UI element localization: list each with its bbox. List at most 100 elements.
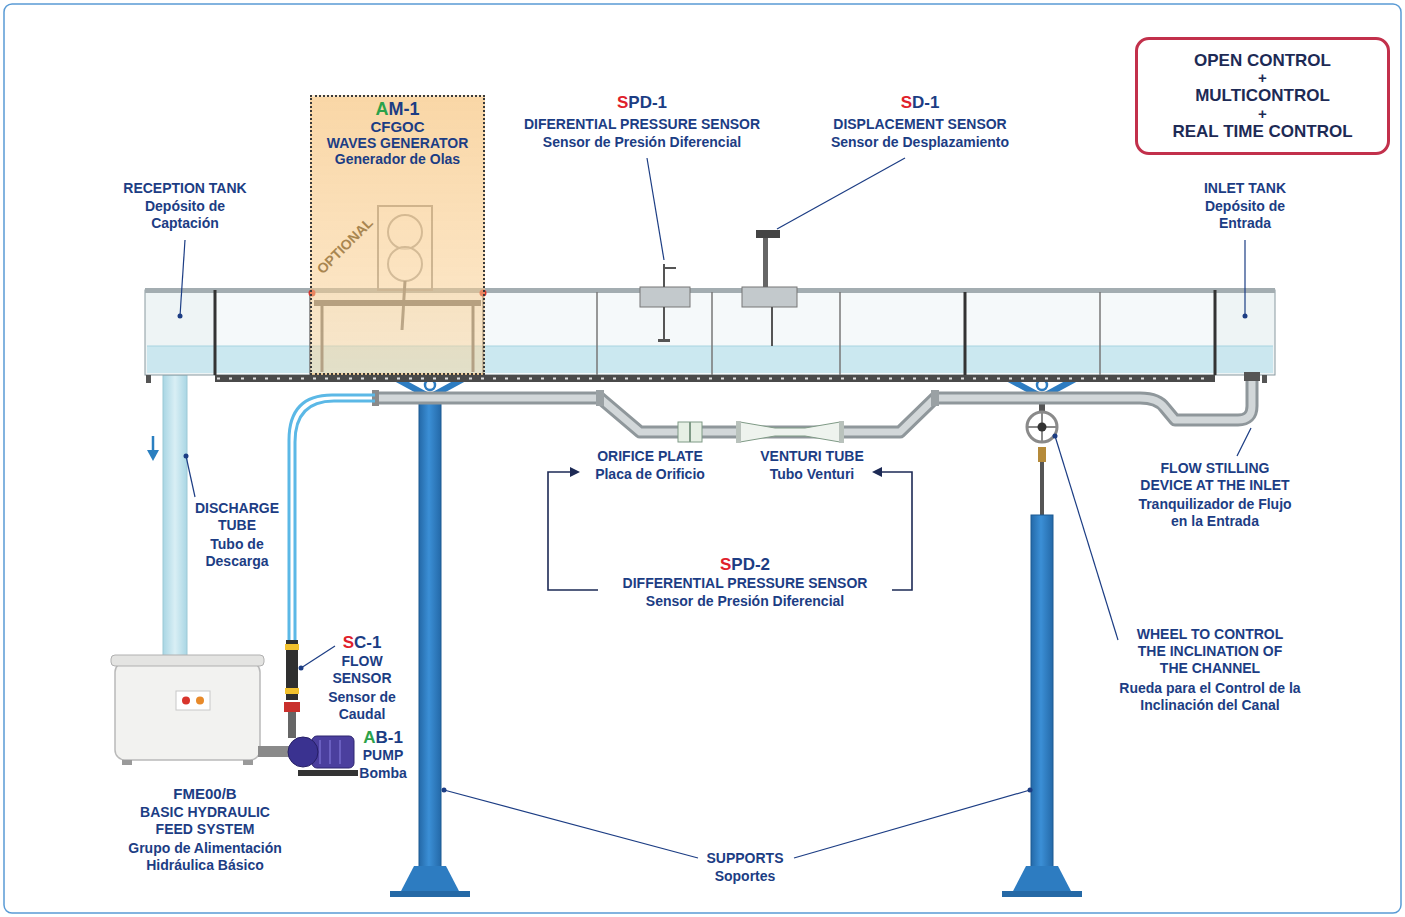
feed-hose-part bbox=[295, 401, 375, 640]
support-right bbox=[1002, 378, 1082, 897]
leader-lines-part bbox=[647, 158, 664, 260]
optional-module-box: AM-1CFGOCWAVES GENERATORGenerador de Ola… bbox=[310, 95, 485, 375]
pressure-sensor-device-part bbox=[664, 267, 676, 269]
callout-label: PUMP bbox=[363, 747, 403, 764]
callout-label: DIFFERENTIAL PRESSURE SENSOR bbox=[623, 575, 868, 592]
bracket-arrowheads-part bbox=[570, 467, 580, 477]
box-text: MULTICONTROL bbox=[1195, 86, 1330, 105]
pipe-part bbox=[375, 380, 1252, 432]
support-left-part bbox=[400, 866, 460, 893]
orifice-plate-part bbox=[689, 422, 691, 442]
pump bbox=[258, 736, 358, 776]
pressure-sensor-device-part bbox=[658, 339, 670, 342]
flow-arrow bbox=[147, 436, 159, 461]
box-text: REAL TIME CONTROL bbox=[1172, 122, 1352, 141]
channel-part bbox=[215, 375, 1215, 382]
callout-label: Sensor de Presión Diferencial bbox=[646, 593, 844, 610]
displacement-sensor-device-part bbox=[742, 287, 797, 307]
feed-tank-part bbox=[115, 662, 260, 760]
channel-part bbox=[214, 290, 217, 375]
callout-label: INLET TANK bbox=[1204, 180, 1286, 197]
flow-sensor-device-part bbox=[286, 640, 298, 700]
venturi-tube-part bbox=[740, 422, 840, 442]
feed-tank-part bbox=[196, 697, 204, 705]
flow-arrow-part bbox=[147, 450, 159, 461]
inclination-wheel-part bbox=[1038, 423, 1047, 432]
channel-part bbox=[217, 378, 1213, 380]
feed-tank-part bbox=[122, 760, 132, 765]
callout-label: Sensor de Desplazamiento bbox=[831, 134, 1009, 151]
feed-tank-part bbox=[111, 655, 264, 666]
support-right-part bbox=[1040, 462, 1044, 515]
callout-label: Tubo de Descarga bbox=[192, 536, 282, 570]
callout-label: DIFERENTIAL PRESSURE SENSOR bbox=[524, 116, 760, 133]
support-right-part bbox=[1012, 866, 1072, 893]
callout-label: FME00/B bbox=[173, 785, 236, 803]
component-code: SD-1 bbox=[901, 93, 940, 113]
feed-tank bbox=[111, 655, 264, 765]
measurement-bracket-part bbox=[548, 472, 598, 590]
callout-label: Rueda para el Control de la Inclinación … bbox=[1118, 680, 1303, 714]
callout-label: VENTURI TUBE bbox=[760, 448, 863, 465]
venturi-tube-part bbox=[839, 421, 844, 443]
feed-tank-part bbox=[176, 691, 210, 710]
displacement-sensor-device-part bbox=[763, 236, 768, 287]
callout-label: ORIFICE PLATE bbox=[597, 448, 703, 465]
feed-hose bbox=[289, 395, 375, 640]
leader-lines-part bbox=[1055, 436, 1118, 640]
venturi-tube-part bbox=[736, 421, 741, 443]
box-text: AM-1 bbox=[376, 99, 420, 119]
feed-tank-part bbox=[182, 697, 190, 705]
discharge-tube-part bbox=[163, 375, 187, 667]
measurement-bracket bbox=[548, 472, 912, 590]
pressure-sensor-device-part bbox=[663, 307, 665, 340]
flow-sensor-device-part bbox=[285, 644, 299, 650]
pipe-part bbox=[596, 390, 604, 406]
callout-label: Soportes bbox=[715, 868, 776, 885]
support-left-part bbox=[419, 394, 441, 868]
component-code: SPD-2 bbox=[720, 555, 770, 575]
callout-label: WHEEL TO CONTROL THE INCLINATION OF THE … bbox=[1125, 626, 1295, 676]
leader-dots bbox=[178, 314, 1248, 793]
leader-lines-part bbox=[301, 646, 335, 668]
leader-dots-part bbox=[184, 454, 189, 459]
callout-label: DISPLACEMENT SENSOR bbox=[833, 116, 1006, 133]
support-left bbox=[390, 378, 470, 897]
pressure-sensor-device bbox=[640, 264, 690, 342]
component-code: SC-1 bbox=[343, 633, 382, 653]
pump-part bbox=[288, 737, 318, 767]
flow-arrow-part bbox=[152, 436, 155, 451]
pump-part bbox=[329, 740, 331, 764]
callout-label: RECEPTION TANK bbox=[123, 180, 246, 197]
leader-lines-part bbox=[180, 240, 185, 316]
channel-part bbox=[1262, 375, 1267, 383]
callout-label: Bomba bbox=[359, 765, 406, 782]
page-frame-part bbox=[4, 4, 1401, 913]
box-text: + bbox=[1258, 106, 1267, 123]
leader-dots-part bbox=[1028, 788, 1033, 793]
leader-lines-part bbox=[186, 456, 195, 497]
pressure-sensor-device-part bbox=[640, 287, 690, 307]
box-text: WAVES GENERATOR bbox=[327, 136, 469, 152]
box-text: + bbox=[1258, 70, 1267, 87]
leader-dots-part bbox=[299, 666, 304, 671]
flow-sensor-device bbox=[284, 640, 300, 738]
callout-label: Placa de Orificio bbox=[595, 466, 705, 483]
pipe-part bbox=[931, 390, 939, 406]
callout-label: BASIC HYDRAULIC FEED SYSTEM bbox=[135, 804, 275, 838]
page-frame bbox=[4, 4, 1401, 913]
pump-part bbox=[319, 740, 321, 764]
leader-lines-part bbox=[777, 158, 905, 229]
channel-part bbox=[146, 375, 151, 383]
flow-sensor-device-part bbox=[284, 702, 300, 712]
box-text: OPEN CONTROL bbox=[1194, 51, 1331, 70]
discharge-tube bbox=[163, 375, 187, 667]
callout-label: Tubo Venturi bbox=[770, 466, 855, 483]
venturi-tube bbox=[736, 421, 844, 443]
orifice-plate-part bbox=[678, 422, 702, 442]
support-right-part bbox=[1038, 447, 1046, 462]
leader-dots-part bbox=[442, 788, 447, 793]
feed-hose-part bbox=[289, 395, 375, 640]
callout-label: FLOW STILLING DEVICE AT THE INLET bbox=[1136, 460, 1294, 494]
